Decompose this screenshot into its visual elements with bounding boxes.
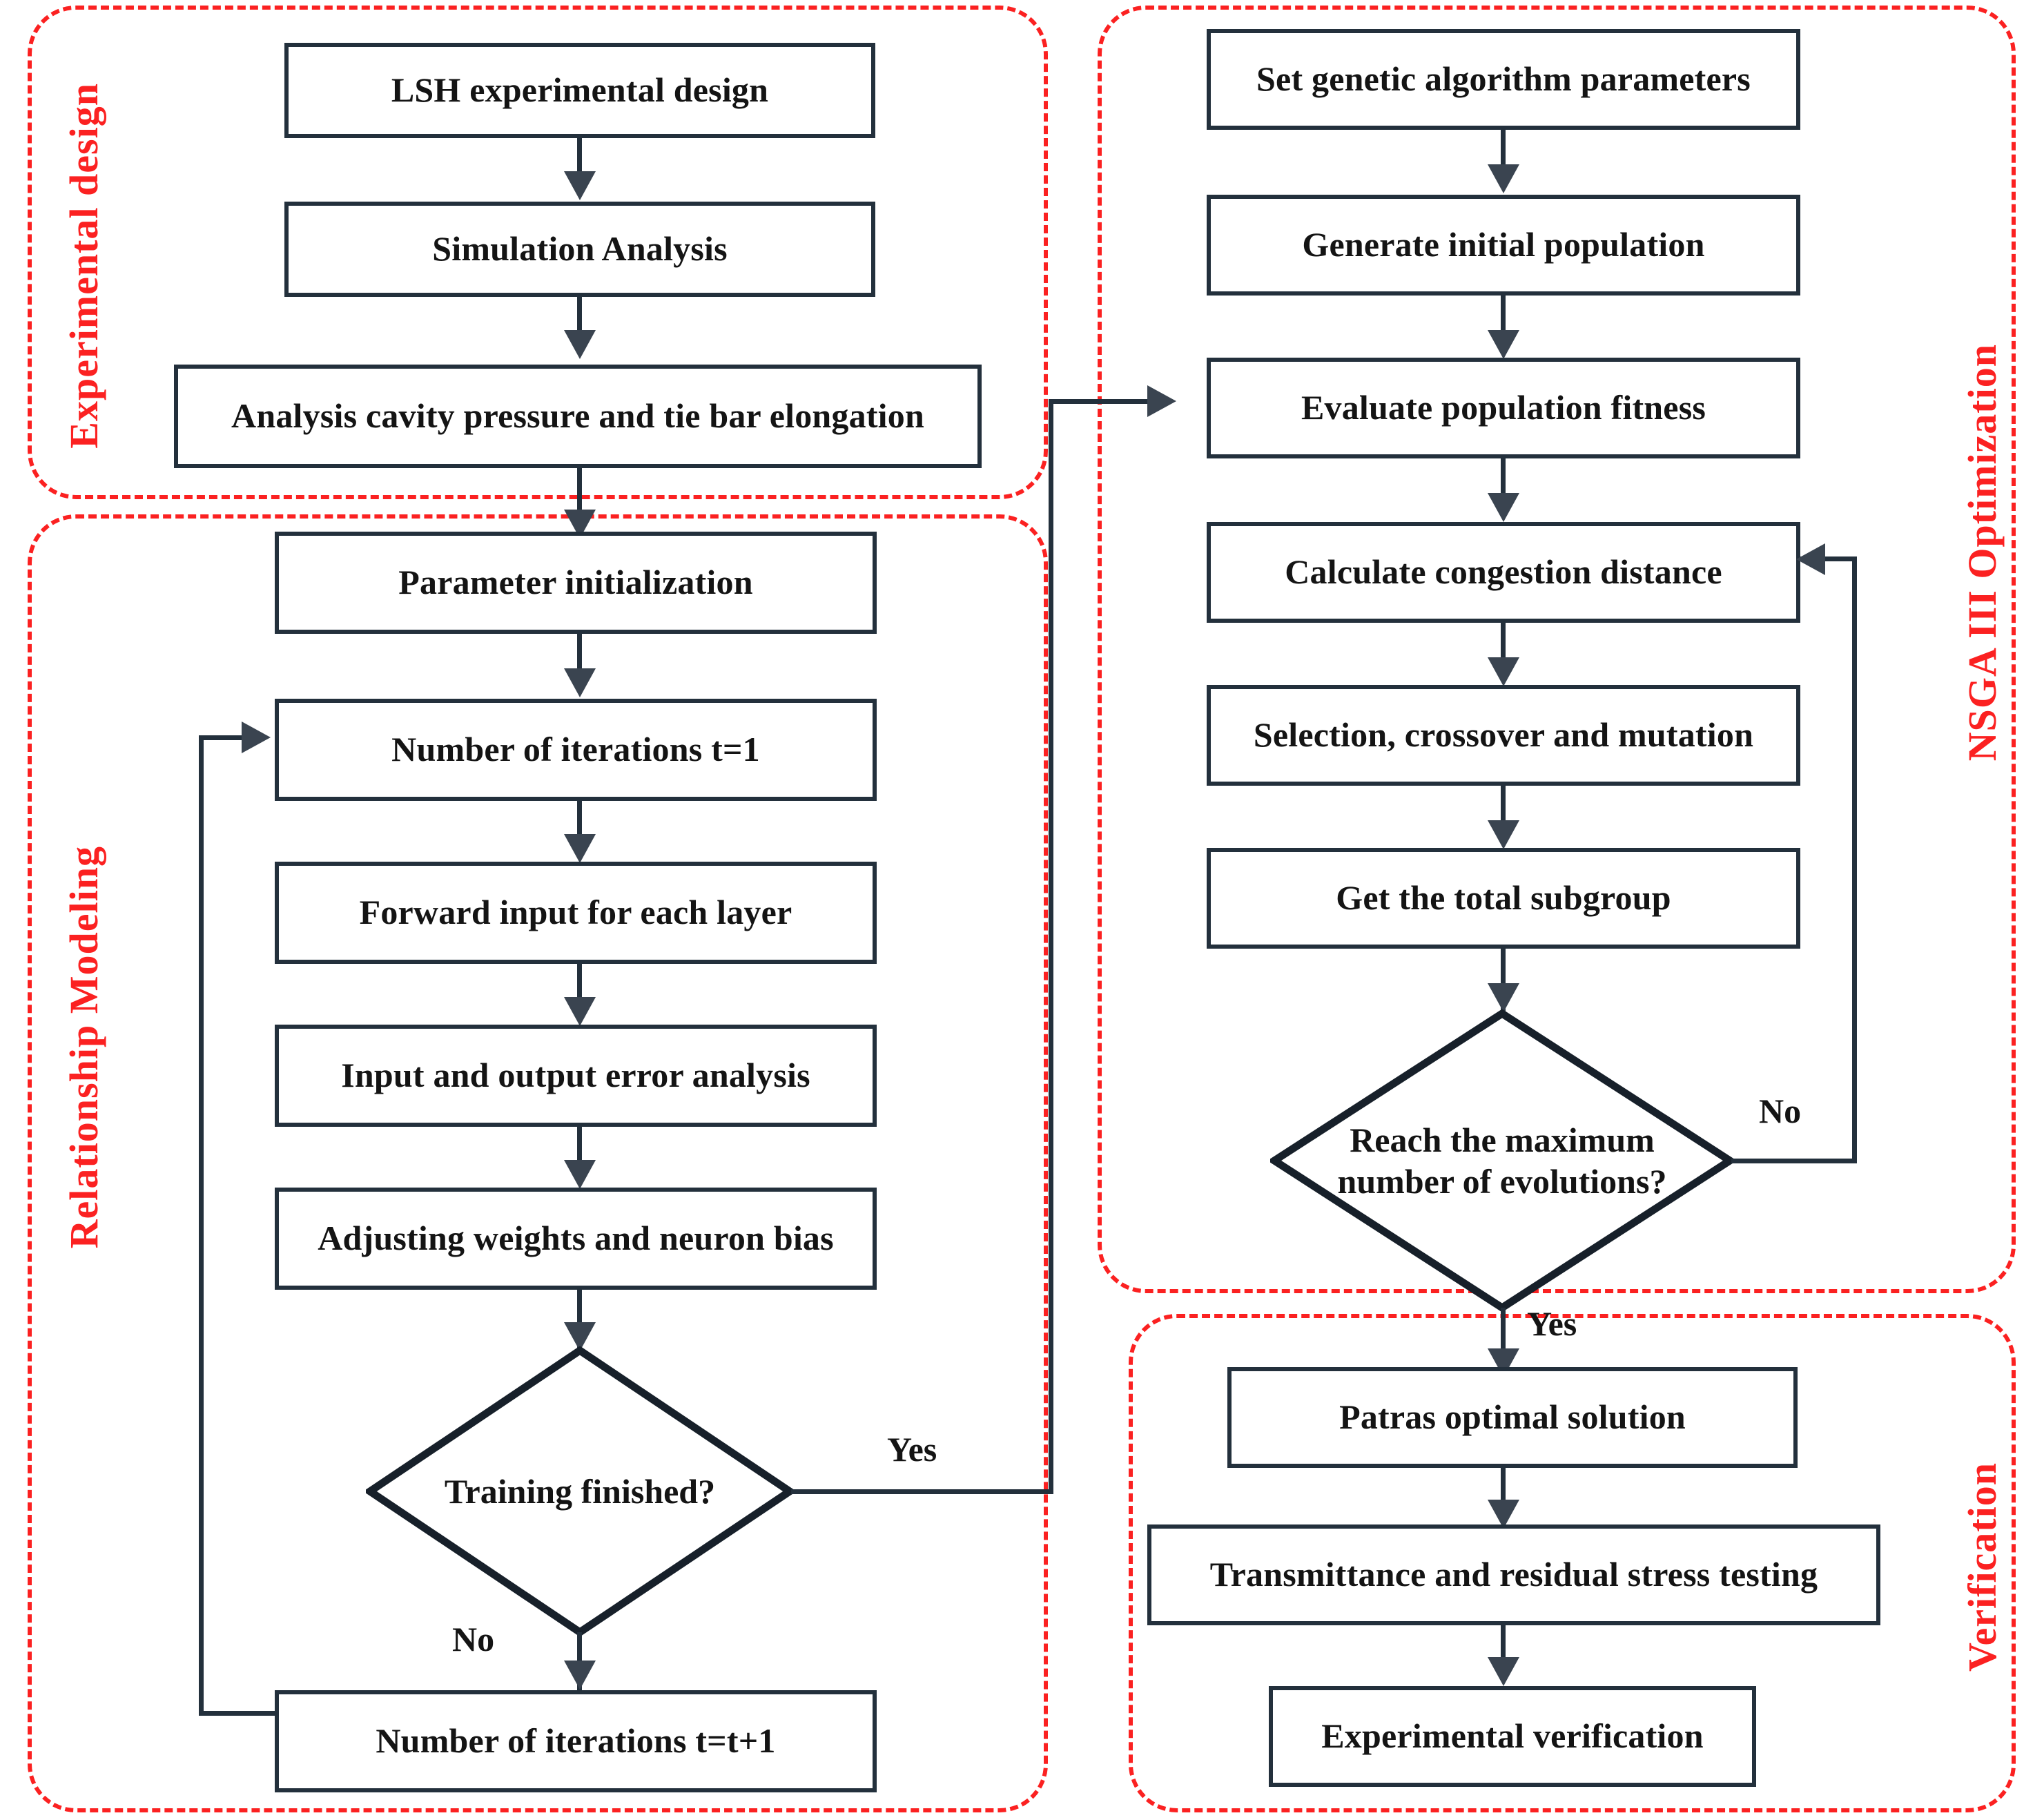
node-evaluate-population-fitness[interactable]: Evaluate population fitness [1207, 358, 1800, 458]
arrowhead-param-to-iterations [564, 668, 596, 697]
edge-iterations-to-forward [577, 801, 582, 851]
arrowhead-training-yes-to-evaluate [1147, 385, 1176, 417]
node-number-of-iterations-t1[interactable]: Number of iterations t=1 [275, 699, 877, 801]
arrowhead-iterations-to-forward [564, 834, 596, 863]
arrowhead-patras-to-transmittance [1488, 1500, 1519, 1529]
label-verification: Verification [1960, 1462, 2005, 1672]
edge-forward-to-error [577, 964, 582, 1014]
arrowhead-selection-to-subgroup [1488, 820, 1519, 849]
arrowhead-evolutions-no-to-congestion [1796, 543, 1825, 575]
edge-simulation-to-cavity [577, 297, 582, 342]
arrowhead-loop-into-iterations [242, 722, 271, 753]
edge-loop-bottom [199, 1711, 279, 1716]
node-adjusting-weights[interactable]: Adjusting weights and neuron bias [275, 1188, 877, 1290]
arrowhead-training-no [564, 1661, 596, 1690]
edge-evolutions-no-to-congestion [1798, 556, 1857, 561]
edge-label-evolutions-yes: Yes [1527, 1304, 1577, 1343]
arrowhead-setga-to-genpop [1488, 164, 1519, 193]
edge-patras-to-transmittance [1501, 1468, 1506, 1516]
edge-label-training-yes: Yes [887, 1430, 937, 1469]
edge-param-to-iterations [577, 634, 582, 684]
node-generate-initial-population[interactable]: Generate initial population [1207, 195, 1800, 296]
edge-label-training-no: No [452, 1620, 495, 1658]
arrowhead-evaluate-to-congestion [1488, 493, 1519, 522]
edge-transmittance-to-verification [1501, 1625, 1506, 1675]
arrowhead-transmittance-to-verification [1488, 1657, 1519, 1686]
node-selection-crossover-mutation[interactable]: Selection, crossover and mutation [1207, 685, 1800, 786]
node-forward-input[interactable]: Forward input for each layer [275, 862, 877, 964]
diamond-shape-evolutions [1270, 1009, 1734, 1312]
node-analysis-cavity-pressure[interactable]: Analysis cavity pressure and tie bar elo… [174, 365, 982, 468]
label-relationship-modeling: Relationship Modeling [61, 846, 106, 1249]
node-transmittance-residual-stress[interactable]: Transmittance and residual stress testin… [1147, 1524, 1880, 1625]
arrowhead-forward-to-error [564, 997, 596, 1026]
node-set-genetic-algorithm-parameters[interactable]: Set genetic algorithm parameters [1207, 29, 1800, 130]
node-parameter-initialization[interactable]: Parameter initialization [275, 532, 877, 634]
arrowhead-simulation-to-cavity [564, 330, 596, 359]
arrowhead-error-to-adjust [564, 1160, 596, 1189]
label-experimental-design: Experimental design [61, 83, 106, 449]
node-simulation-analysis[interactable]: Simulation Analysis [284, 202, 875, 297]
edge-evolutions-no-horizontal [1731, 1159, 1857, 1163]
arrowhead-lsh-to-simulation [564, 171, 596, 200]
edge-training-yes-horizontal [791, 1489, 1053, 1494]
node-calculate-congestion-distance[interactable]: Calculate congestion distance [1207, 522, 1800, 623]
diamond-shape-training [366, 1346, 794, 1636]
edge-label-evolutions-no: No [1759, 1092, 1802, 1130]
node-patras-optimal-solution[interactable]: Patras optimal solution [1227, 1367, 1798, 1468]
edge-subgroup-to-evolutions-decision [1501, 949, 1506, 1012]
edge-cavity-to-param-init [577, 468, 582, 534]
decision-training-finished[interactable]: Training finished? [366, 1346, 794, 1636]
node-number-of-iterations-tp1[interactable]: Number of iterations t=t+1 [275, 1690, 877, 1792]
node-input-output-error-analysis[interactable]: Input and output error analysis [275, 1025, 877, 1127]
edge-training-yes-to-evaluate [1049, 399, 1166, 404]
edge-setga-to-genpop [1501, 130, 1506, 180]
edge-loop-top [199, 735, 254, 740]
edge-evolutions-no-vertical [1852, 556, 1857, 1163]
edge-congestion-to-selection [1501, 623, 1506, 672]
node-experimental-verification[interactable]: Experimental verification [1269, 1686, 1756, 1787]
edge-evaluate-to-congestion [1501, 458, 1506, 508]
node-lsh-experimental-design[interactable]: LSH experimental design [284, 43, 875, 138]
edge-training-yes-vertical [1049, 399, 1053, 1493]
edge-error-to-adjust [577, 1127, 582, 1177]
edge-adjust-to-training-decision [577, 1290, 582, 1348]
node-get-total-subgroup[interactable]: Get the total subgroup [1207, 848, 1800, 949]
arrowhead-congestion-to-selection [1488, 657, 1519, 686]
label-nsga3-optimization: NSGA III Optimization [1960, 344, 2005, 762]
decision-max-evolutions[interactable]: Reach the maximum number of evolutions? [1270, 1009, 1734, 1312]
edge-genpop-to-evaluate [1501, 296, 1506, 345]
arrowhead-genpop-to-evaluate [1488, 330, 1519, 359]
edge-selection-to-subgroup [1501, 786, 1506, 835]
edge-lsh-to-simulation [577, 138, 582, 184]
edge-loop-left [199, 735, 204, 1716]
arrowhead-subgroup-to-evolutions-decision [1488, 983, 1519, 1012]
